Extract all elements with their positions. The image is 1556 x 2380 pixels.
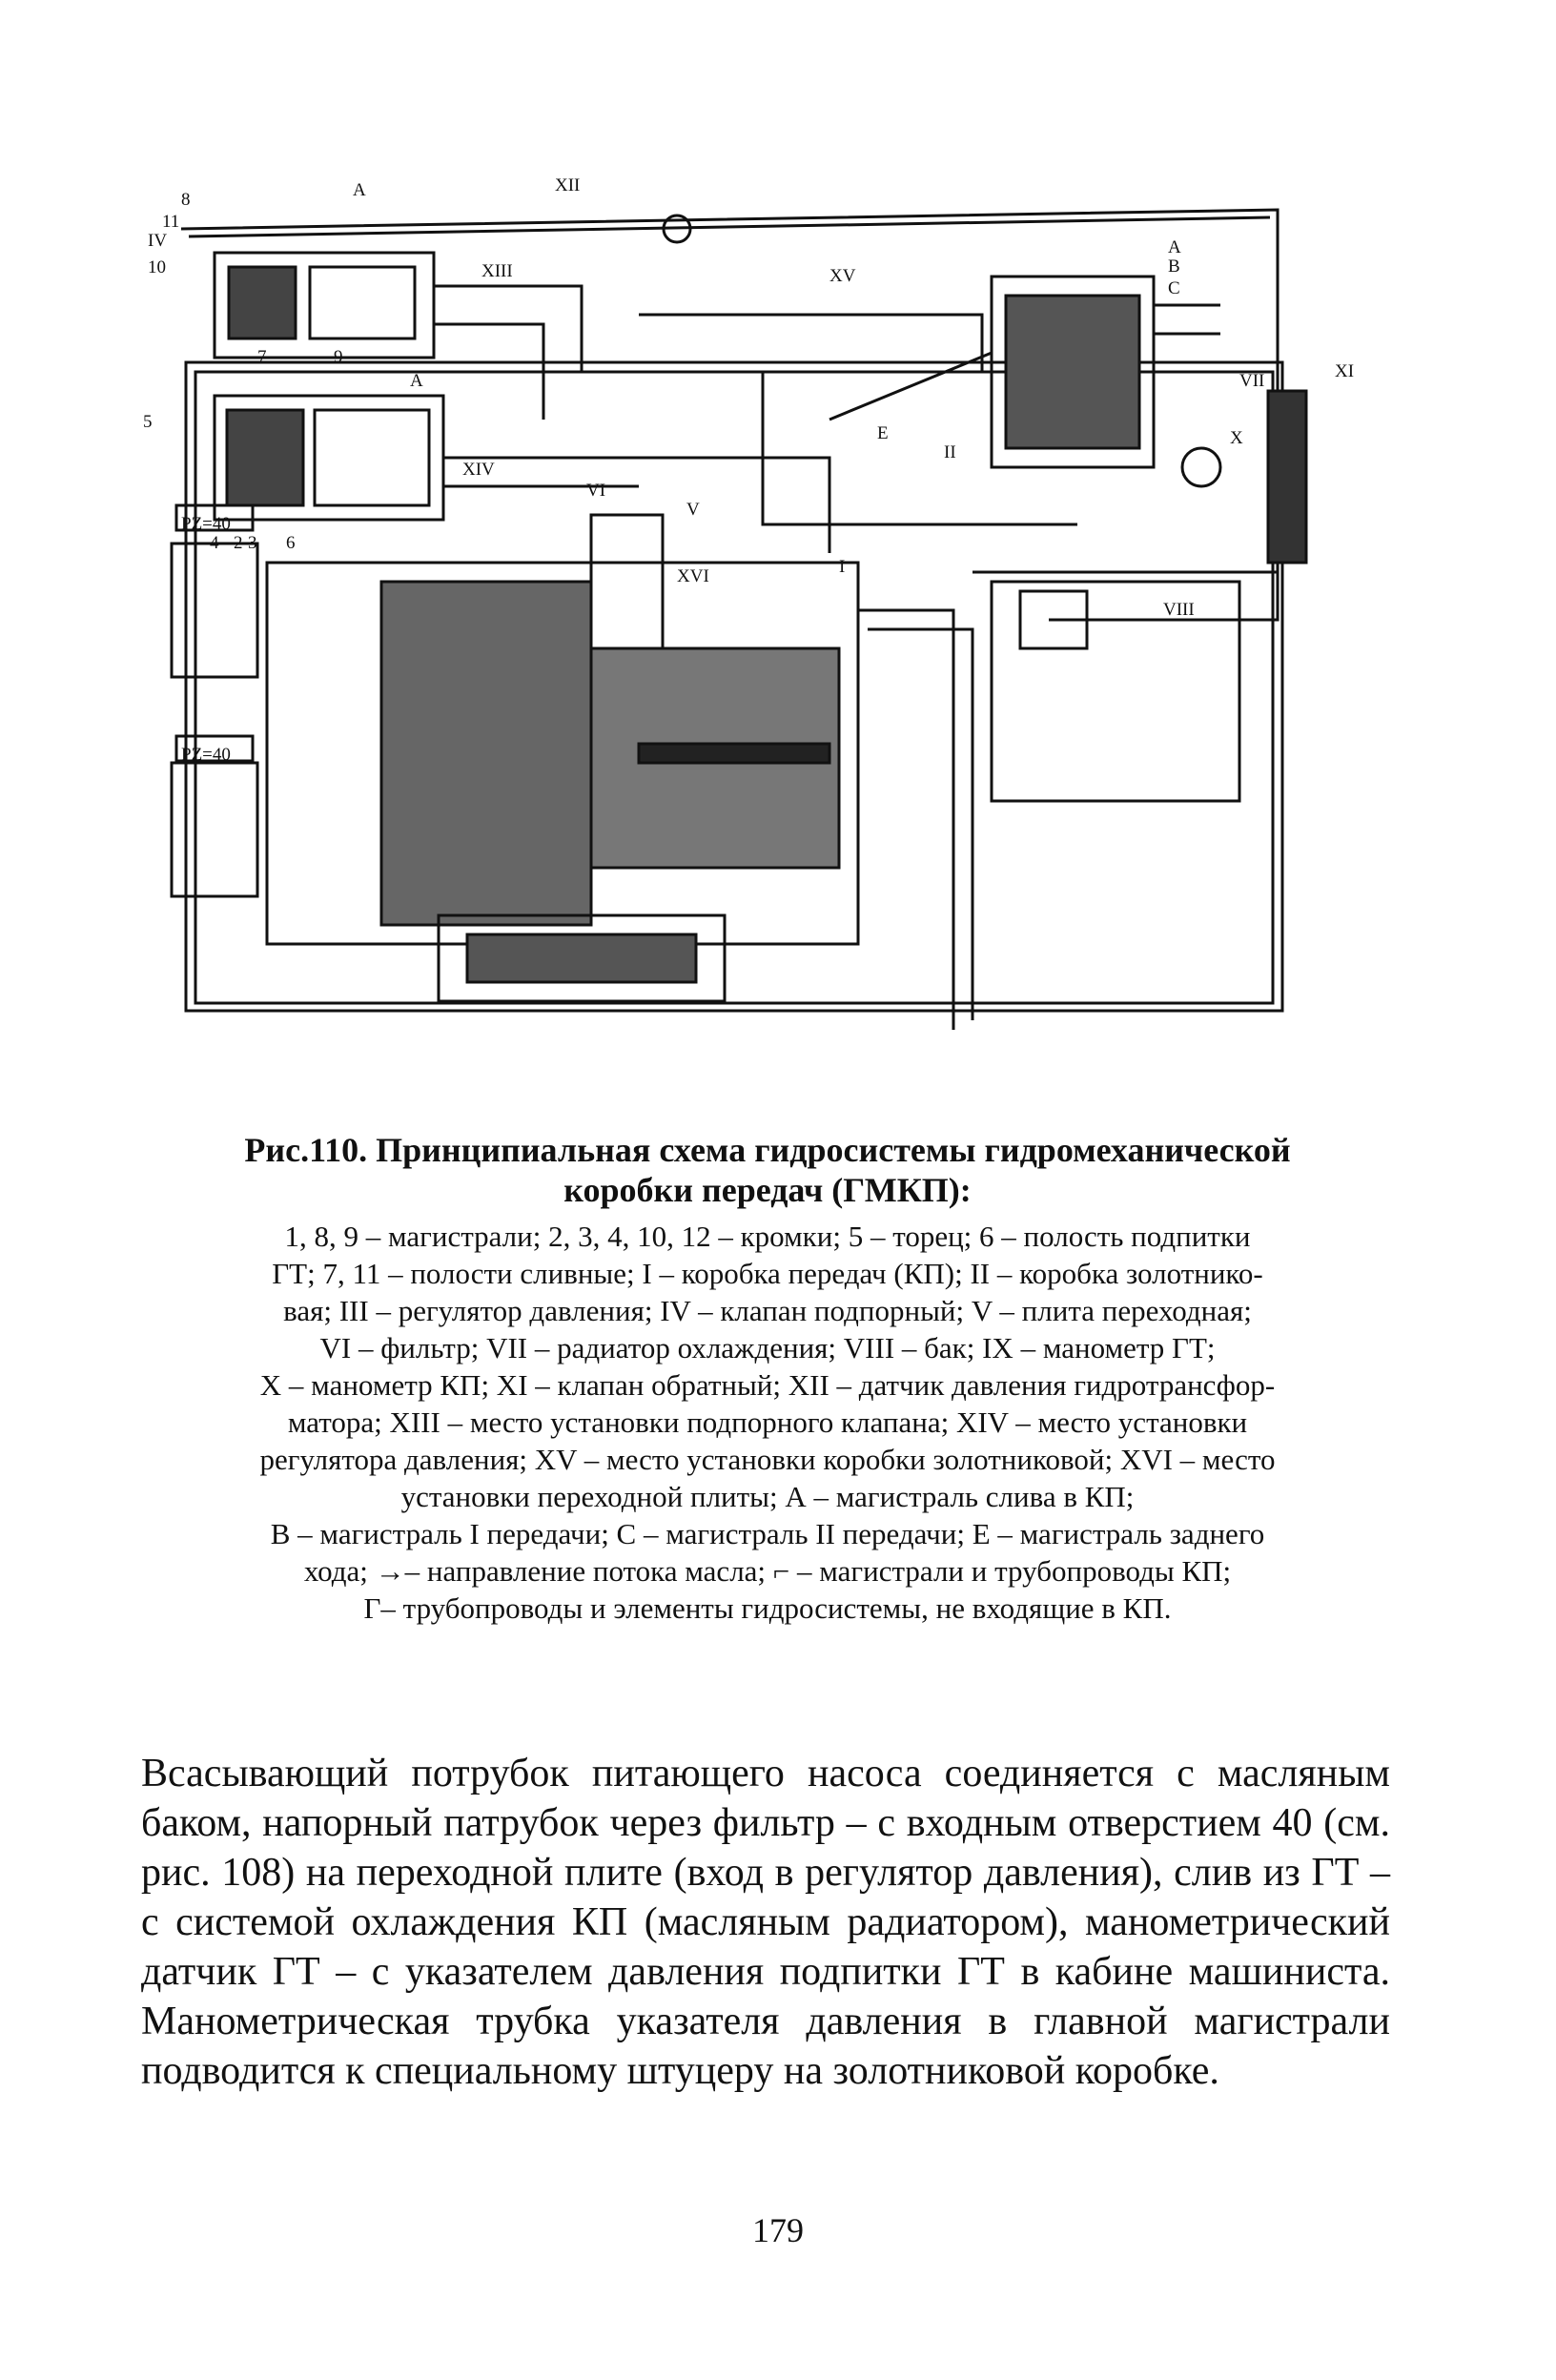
label-iv: IV bbox=[148, 231, 167, 251]
spool-box-ii bbox=[990, 275, 1156, 469]
page-number: 179 bbox=[752, 2211, 804, 2249]
pz-valve-lower bbox=[170, 761, 259, 898]
gauge-x bbox=[1180, 446, 1222, 488]
label-x: X bbox=[1230, 428, 1243, 448]
caption-title-line-1: Рис.110. Принципиальная схема гидросисте… bbox=[244, 1131, 1291, 1169]
label-xi: XI bbox=[1335, 361, 1354, 381]
label-6: 6 bbox=[286, 533, 296, 553]
legend-line: В – магистраль I передачи; С – магистрал… bbox=[270, 1517, 1265, 1550]
label-vi: VI bbox=[586, 481, 605, 501]
legend-line: регулятора давления; XV – место установк… bbox=[259, 1443, 1276, 1476]
caption-title-line-2: коробки передач (ГМКП): bbox=[563, 1171, 972, 1209]
label-7: 7 bbox=[257, 347, 267, 367]
label-9: 9 bbox=[334, 347, 343, 367]
label-e: E bbox=[877, 423, 889, 443]
legend-line: VI – фильтр; VII – радиатор охлаждения; … bbox=[319, 1331, 1216, 1364]
label-xvi: XVI bbox=[677, 566, 709, 586]
diagram-svg: 8 11 IV 10 5 4 2 3 6 7 9 A A XII XIII XI… bbox=[143, 175, 1354, 1030]
label-pz-lower: PZ=40 bbox=[181, 745, 231, 765]
sump bbox=[437, 913, 727, 1003]
label-xiii: XIII bbox=[481, 261, 513, 281]
outer-pipe-frame bbox=[184, 360, 1284, 1013]
label-pz-upper: PZ=40 bbox=[181, 514, 231, 534]
radiator-vii bbox=[1266, 389, 1308, 564]
label-4: 4 bbox=[210, 533, 219, 553]
legend-line: матора; XIII – место установки подпорног… bbox=[287, 1405, 1248, 1439]
label-a-mid: A bbox=[410, 371, 423, 391]
label-ii: II bbox=[944, 442, 956, 462]
label-a-top: A bbox=[353, 180, 366, 200]
label-xiv: XIV bbox=[462, 460, 495, 480]
label-i: I bbox=[839, 557, 845, 577]
label-line-c: C bbox=[1168, 278, 1180, 298]
label-line-a: A bbox=[1168, 237, 1181, 257]
legend-line: X – манометр КП; XI – клапан обратный; X… bbox=[259, 1368, 1276, 1402]
gauge-ix bbox=[662, 214, 692, 244]
label-10: 10 bbox=[148, 257, 166, 277]
legend-line: хода; →– направление потока масла; ⌐ – м… bbox=[303, 1554, 1232, 1588]
label-line-b: B bbox=[1168, 256, 1180, 277]
label-8: 8 bbox=[181, 190, 191, 210]
valve-block-iv bbox=[213, 251, 436, 359]
legend-line: установки переходной плиты; А – магистра… bbox=[400, 1480, 1135, 1513]
label-2: 2 bbox=[234, 533, 243, 553]
label-11: 11 bbox=[162, 212, 179, 232]
pz-valve-upper bbox=[170, 542, 259, 679]
label-3: 3 bbox=[248, 533, 257, 553]
legend-line: вая; III – регулятор давления; IV – клап… bbox=[283, 1294, 1252, 1327]
tank-viii bbox=[990, 580, 1241, 803]
figure-caption: Рис.110. Принципиальная схема гидросисте… bbox=[95, 1130, 1440, 1627]
label-v: V bbox=[686, 500, 700, 520]
label-xv: XV bbox=[829, 266, 856, 286]
caption-legend: 1, 8, 9 – магистрали; 2, 3, 4, 10, 12 – … bbox=[95, 1218, 1440, 1627]
legend-line: 1, 8, 9 – магистрали; 2, 3, 4, 10, 12 – … bbox=[284, 1220, 1251, 1253]
label-xii: XII bbox=[555, 175, 580, 195]
label-viii: VIII bbox=[1163, 600, 1195, 620]
label-vii: VII bbox=[1239, 371, 1264, 391]
filter-vi bbox=[589, 513, 665, 650]
legend-line: ГТ; 7, 11 – полости сливные; I – коробка… bbox=[272, 1257, 1263, 1290]
hydraulic-system-diagram: 8 11 IV 10 5 4 2 3 6 7 9 A A XII XIII XI… bbox=[143, 172, 1373, 1030]
label-5: 5 bbox=[143, 412, 153, 432]
legend-line: Γ– трубопроводы и элементы гидросистемы,… bbox=[363, 1591, 1172, 1625]
body-paragraph: Всасывающий потрубок питающего насоса со… bbox=[141, 1752, 1390, 2093]
